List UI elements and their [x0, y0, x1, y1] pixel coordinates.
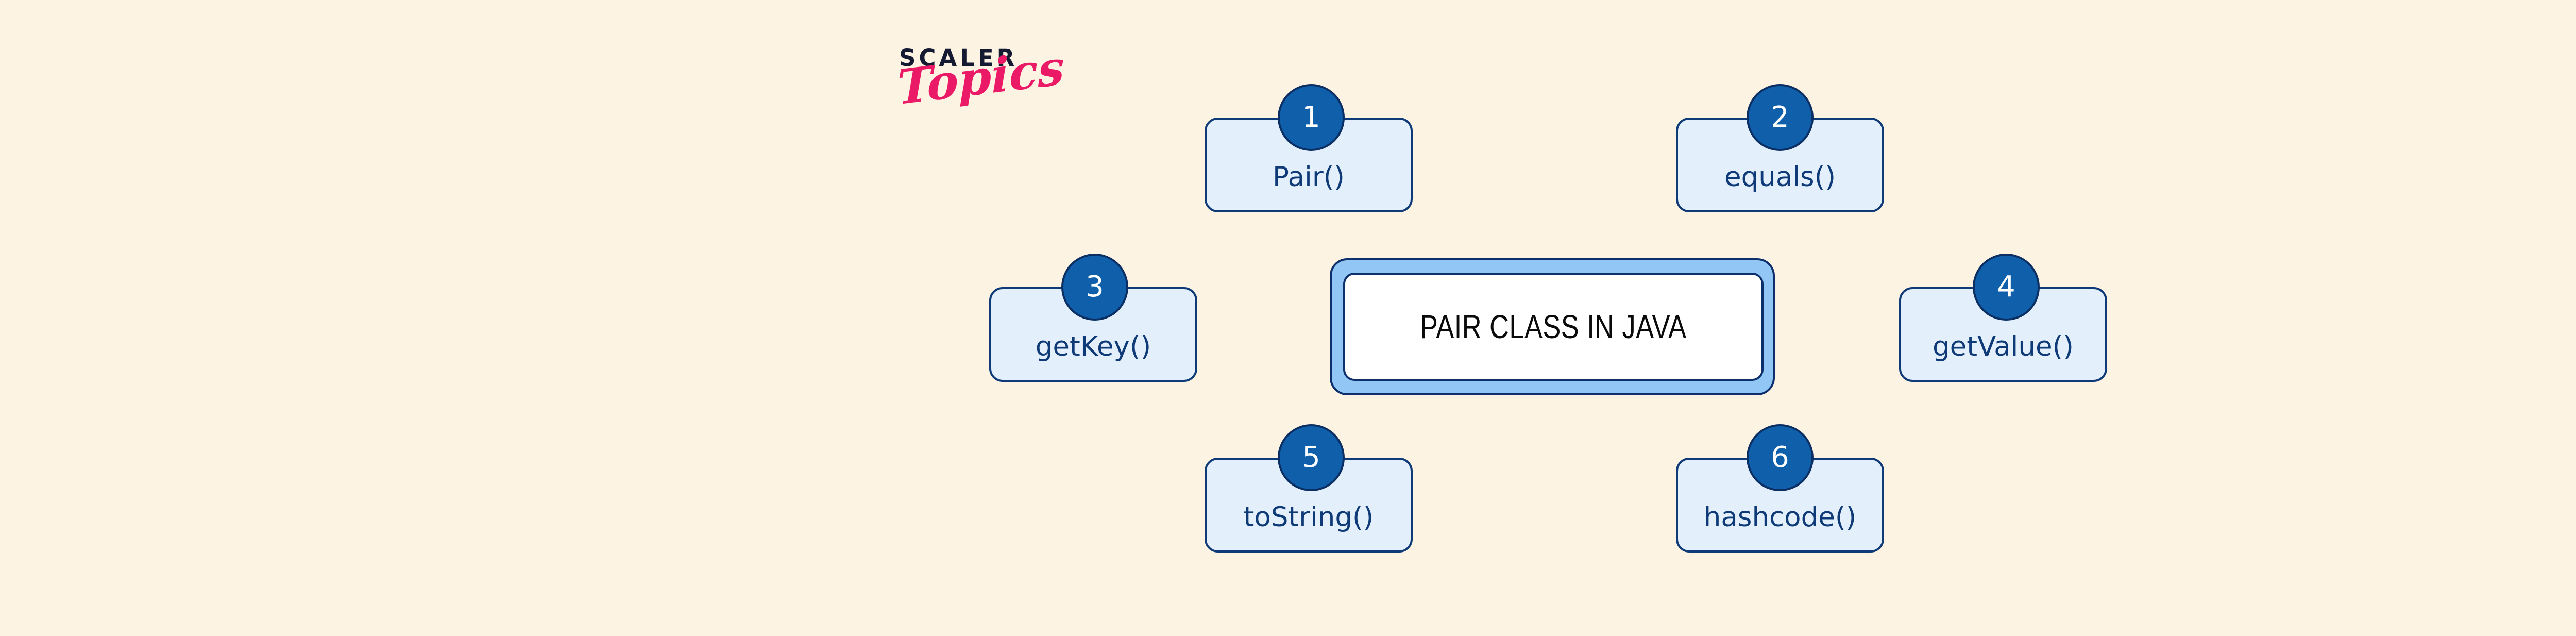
method-node-label: getKey(): [1035, 331, 1151, 362]
logo-wordmark: SCALER: [899, 44, 1018, 72]
method-node-label: toString(): [1243, 501, 1374, 533]
method-node-label: getValue(): [1933, 331, 2074, 362]
step-number-badge-6: 6: [1747, 424, 1814, 491]
method-node-label: hashcode(): [1703, 501, 1857, 533]
method-node-label: equals(): [1724, 161, 1836, 193]
center-node-inner-frame: PAIR CLASS IN JAVA: [1343, 273, 1764, 381]
method-node-hashcode[interactable]: hashcode(): [1676, 458, 1884, 553]
step-number-badge-2: 2: [1747, 84, 1814, 151]
step-number-badge-5: 5: [1278, 424, 1345, 491]
center-node-outer-frame: PAIR CLASS IN JAVA: [1330, 258, 1775, 395]
step-number-badge-1: 1: [1278, 84, 1345, 151]
method-node-label: Pair(): [1273, 161, 1345, 193]
step-number-badge-3: 3: [1061, 254, 1128, 321]
scaler-topics-logo: SCALER Topics: [897, 39, 1065, 155]
center-node-title: PAIR CLASS IN JAVA: [1420, 308, 1687, 345]
step-number-badge-4: 4: [1973, 254, 2040, 321]
